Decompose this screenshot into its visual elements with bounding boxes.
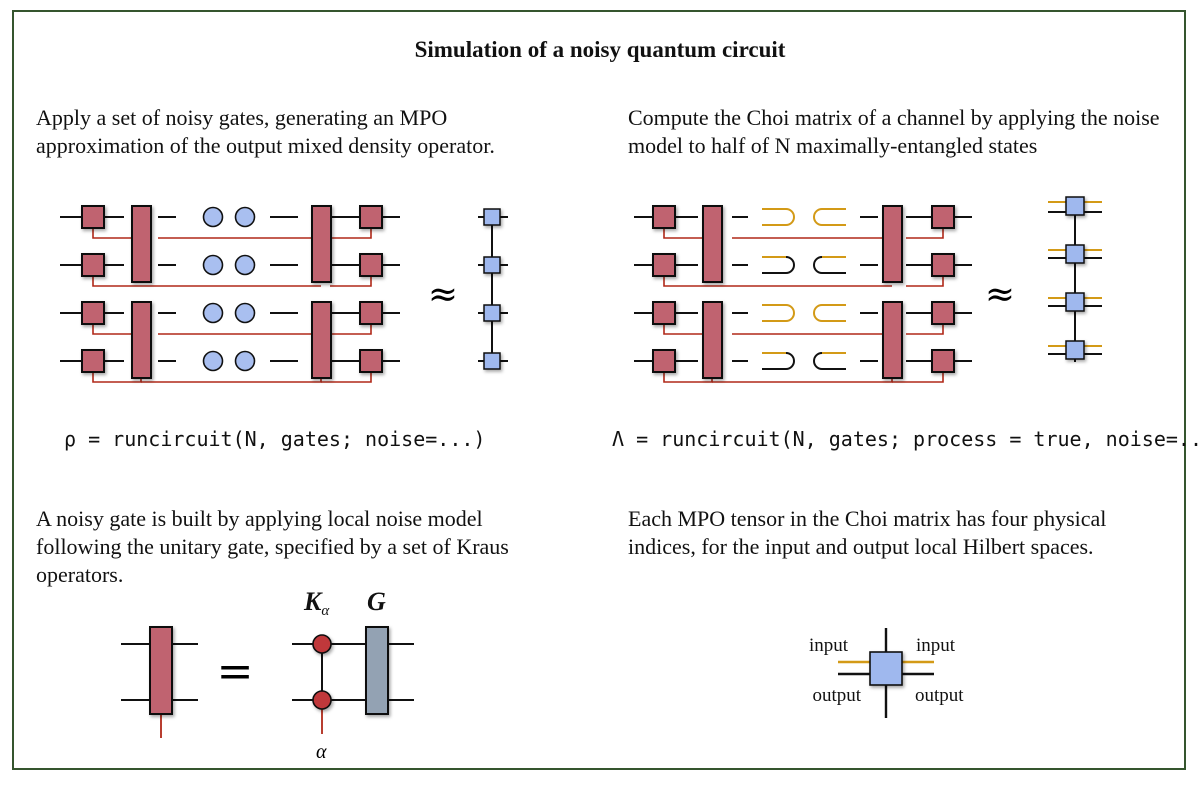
single-qubit-noisy-gate — [652, 253, 676, 277]
two-qubit-noisy-gate — [882, 301, 903, 379]
choi-mpo-tensor — [1065, 196, 1085, 216]
unitary-gate — [365, 626, 389, 715]
kraus-index-label: α — [316, 741, 327, 763]
single-qubit-noisy-gate — [931, 253, 955, 277]
single-qubit-noisy-gate — [652, 301, 676, 325]
noisy-two-qubit-gate — [149, 626, 173, 715]
mpo-tensor — [483, 352, 501, 370]
two-qubit-noisy-gate — [311, 205, 332, 283]
top-left-description: Apply a set of noisy gates, generating a… — [36, 105, 495, 158]
left-mpo-chain — [478, 208, 508, 370]
bottom-left-description: A noisy gate is built by applying local … — [36, 506, 509, 587]
two-qubit-noisy-gate — [882, 205, 903, 283]
choi-mpo-tensor — [1065, 340, 1085, 360]
single-qubit-noisy-gate — [652, 349, 676, 373]
choi-mpo-tensor — [1065, 244, 1085, 264]
single-qubit-noisy-gate — [81, 301, 105, 325]
choi-tensor-legs — [838, 628, 934, 718]
single-qubit-noisy-gate — [359, 301, 383, 325]
single-qubit-noisy-gate — [359, 205, 383, 229]
product-state-circle — [234, 302, 256, 324]
equals-symbol: = — [217, 646, 254, 697]
bell-state-caps — [762, 208, 846, 370]
figure-title: Simulation of a noisy quantum circuit — [414, 37, 786, 62]
product-state-circle — [202, 302, 224, 324]
figure-frame — [12, 10, 1186, 770]
single-qubit-noisy-gate — [931, 349, 955, 373]
single-qubit-noisy-gate — [81, 253, 105, 277]
output-label-right: output — [915, 685, 964, 706]
product-state-circle — [202, 206, 224, 228]
kraus-label: Kα — [303, 587, 330, 619]
input-label-right: input — [916, 635, 956, 656]
two-qubit-noisy-gate — [702, 301, 723, 379]
two-qubit-noisy-gate — [311, 301, 332, 379]
noise-bond-links — [92, 228, 372, 383]
product-state-circle — [202, 254, 224, 276]
single-qubit-noisy-gate — [359, 253, 383, 277]
output-label-left: output — [812, 685, 861, 706]
choi-matrix-code: Λ = runcircuit(N, gates; process = true,… — [612, 427, 1200, 451]
top-right-description: Compute the Choi matrix of a channel by … — [628, 105, 1160, 158]
kraus-operator-circle — [312, 634, 332, 654]
approx-symbol-right: ≈ — [985, 274, 1015, 315]
single-qubit-noisy-gate — [81, 205, 105, 229]
mpo-tensor — [483, 256, 501, 274]
bottom-right-description: Each MPO tensor in the Choi matrix has f… — [628, 506, 1107, 559]
choi-mpo-tensor — [1065, 292, 1085, 312]
right-choi-circuit — [634, 205, 972, 383]
two-qubit-noisy-gate — [702, 205, 723, 283]
two-qubit-noisy-gate — [131, 301, 152, 379]
mpo-tensor — [483, 208, 501, 226]
single-qubit-noisy-gate — [652, 205, 676, 229]
product-state-circle — [234, 206, 256, 228]
right-choi-mpo-chain — [1048, 196, 1102, 362]
product-state-circle — [202, 350, 224, 372]
approx-symbol-left: ≈ — [428, 274, 458, 315]
two-qubit-noisy-gate — [131, 205, 152, 283]
gate-label: G — [367, 587, 386, 616]
single-qubit-noisy-gate — [359, 349, 383, 373]
single-qubit-noisy-gate — [931, 301, 955, 325]
single-qubit-noisy-gate — [81, 349, 105, 373]
input-label-left: input — [809, 635, 849, 656]
kraus-operator-circle — [312, 690, 332, 710]
mpo-tensor — [483, 304, 501, 322]
noisy-gate-definition — [121, 626, 414, 738]
density-operator-code: ρ = runcircuit(N, gates; noise=...) — [64, 427, 486, 451]
product-state-circle — [234, 254, 256, 276]
choi-tensor — [869, 651, 903, 686]
single-qubit-noisy-gate — [931, 205, 955, 229]
product-state-circle — [234, 350, 256, 372]
left-noisy-circuit — [60, 205, 400, 383]
